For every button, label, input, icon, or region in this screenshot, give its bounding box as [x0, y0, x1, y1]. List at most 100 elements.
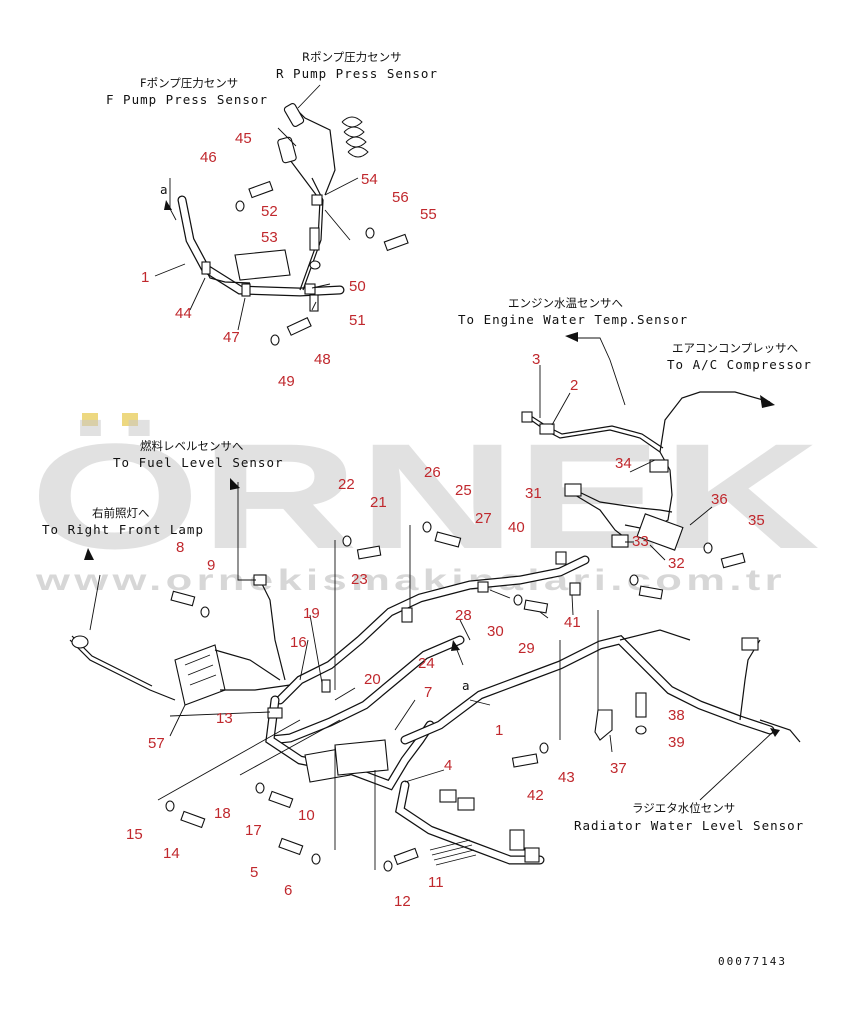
callout-7: 7 [424, 684, 432, 701]
radiator-label-jp: ラジエタ水位センサ [632, 801, 735, 815]
callout-38: 38 [668, 707, 685, 724]
watermark-brand: ÖRNEK [30, 412, 820, 580]
clip-44 [201, 261, 211, 275]
main-harness [157, 521, 801, 872]
callout-29: 29 [518, 640, 535, 657]
clip-41 [569, 582, 581, 596]
callout-39: 39 [668, 734, 685, 751]
callout-34: 34 [615, 455, 632, 472]
callout-44: 44 [175, 305, 192, 322]
callout-10: 10 [298, 807, 315, 824]
r-pump-leader [297, 84, 321, 109]
callout-47: 47 [223, 329, 240, 346]
washer-49 [270, 334, 280, 346]
bolt-14 [180, 810, 206, 829]
bracket-plate-top [234, 249, 291, 281]
callout-35: 35 [748, 512, 765, 529]
front-lamp-label-en: To Right Front Lamp [42, 522, 204, 537]
radiator-label-en: Radiator Water Level Sensor [574, 818, 804, 833]
callout-48: 48 [314, 351, 331, 368]
washer-36 [703, 542, 713, 554]
ac-arrow-icon [760, 395, 775, 408]
bolt-38 [635, 692, 647, 718]
callout-8: 8 [176, 539, 184, 556]
bolt-29 [523, 599, 549, 614]
callout-31: 31 [525, 485, 542, 502]
engine-water-leader [575, 337, 626, 406]
callout-14: 14 [163, 845, 180, 862]
f-pump-sensor-connector [277, 136, 297, 164]
callout-12: 12 [394, 893, 411, 910]
connector-cluster-4 [524, 847, 540, 863]
bolt-5 [278, 837, 304, 856]
connector-radiator [741, 637, 759, 651]
drawing-code: 00077143 [718, 955, 787, 968]
ref-a-top: a [160, 182, 169, 197]
washer-39 [635, 725, 647, 735]
callout-46: 46 [200, 149, 217, 166]
bracket-20 [334, 739, 389, 776]
clip-13 [267, 707, 283, 719]
callout-55: 55 [420, 206, 437, 223]
connector-3 [521, 411, 533, 423]
washer-30 [513, 594, 523, 606]
callout-25: 25 [455, 482, 472, 499]
engine-sensor-harness [521, 332, 775, 569]
front-lamp-connector [71, 635, 89, 649]
watermark: ÖRNEK www.ornekismakinalari.com.tr [30, 412, 820, 597]
front-lamp-label-jp: 右前照灯へ [92, 506, 150, 520]
washer-56 [365, 227, 375, 239]
fuel-level-wire [259, 579, 286, 681]
engine-water-label-jp: エンジン水温センサへ [508, 296, 623, 310]
ac-label-jp: エアコンコンプレッサへ [672, 341, 798, 355]
bracket-32 [636, 513, 684, 551]
callout-1-top: 1 [141, 269, 149, 286]
clamp-37 [594, 709, 613, 741]
ac-label-en: To A/C Compressor [667, 357, 812, 372]
callout-33: 33 [632, 533, 649, 550]
washer-46 [235, 200, 245, 212]
callout-51: 51 [349, 312, 366, 329]
connector-31 [564, 483, 582, 497]
callout-37: 37 [610, 760, 627, 777]
callout-26: 26 [424, 464, 441, 481]
callout-15: 15 [126, 826, 143, 843]
washer-22 [342, 535, 352, 547]
connector-33 [611, 534, 629, 548]
ref-arrow-a-top: a [160, 182, 177, 221]
clip-50 [304, 283, 316, 295]
callout-17: 17 [245, 822, 262, 839]
bolt-9 [170, 590, 196, 607]
bolt-42 [511, 753, 539, 768]
clip-28 [477, 581, 489, 593]
bolt-53 [309, 227, 320, 251]
ref-a-mid: a [462, 678, 471, 693]
callout-50: 50 [349, 278, 366, 295]
washer-8 [200, 606, 210, 618]
spiral-wrap [341, 116, 369, 158]
callout-22: 22 [338, 476, 355, 493]
washer-32 [629, 574, 639, 586]
harness-1 [400, 635, 775, 745]
callout-27: 27 [475, 510, 492, 527]
ref-arrow-a-mid: a [451, 640, 471, 693]
r-pump-sensor-connector [283, 103, 305, 127]
callout-42: 42 [527, 787, 544, 804]
callout-4: 4 [444, 757, 452, 774]
washer-43 [539, 742, 549, 754]
washer-15 [165, 800, 175, 812]
callout-49: 49 [278, 373, 295, 390]
clip-23 [401, 607, 413, 623]
connector-cluster-1 [439, 789, 457, 803]
callout-3: 3 [532, 351, 540, 368]
bolt-48 [286, 316, 312, 336]
callout-24: 24 [418, 655, 435, 672]
connector-cluster-3 [509, 829, 525, 851]
bolt-35 [720, 552, 746, 569]
r-pump-label-jp: Rポンプ圧力センサ [302, 50, 402, 64]
clip-40 [555, 551, 567, 565]
bolt-25 [434, 531, 462, 548]
callout-18: 18 [214, 805, 231, 822]
connector-2 [539, 423, 555, 435]
